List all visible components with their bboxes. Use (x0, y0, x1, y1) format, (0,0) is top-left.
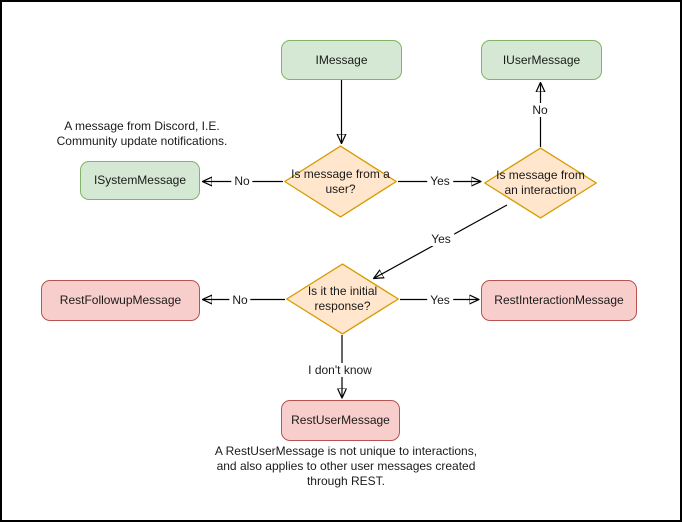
node-is-message-from-user-label: Is message from a user? (291, 166, 390, 196)
annotation-line: through REST. (306, 474, 386, 488)
node-is-message-from-user: Is message from a user? (283, 145, 398, 218)
node-imessage: IMessage (281, 40, 402, 80)
node-isystemmessage: ISystemMessage (80, 161, 200, 200)
edge-label-no-usermessage: No (529, 103, 551, 117)
node-restfollowupmessage-label: RestFollowupMessage (59, 293, 182, 307)
node-restusermessage: RestUserMessage (281, 400, 400, 441)
annotation-line: and also applies to other user messages … (216, 459, 476, 473)
node-is-message-from-interaction-label: Is message from an interaction (496, 168, 585, 197)
edge-label-i-dont-know: I don't know (305, 363, 375, 377)
node-restusermessage-label: RestUserMessage (291, 413, 390, 427)
diamond-shape (285, 263, 400, 335)
diamond-shape (283, 145, 398, 218)
node-iusermessage-label: IUserMessage (502, 52, 581, 67)
annotation-line: A message from Discord, I.E. (64, 119, 220, 133)
edge-label-no-system: No (231, 174, 253, 188)
node-restinteractionmessage: RestInteractionMessage (481, 280, 637, 321)
node-is-initial-response: Is it the initial response? (285, 263, 400, 335)
node-is-initial-response-label: Is it the initial response? (307, 284, 378, 313)
node-imessage-label: IMessage (315, 52, 368, 67)
edge-label-yes-initial: Yes (428, 232, 454, 246)
diamond-shape (483, 147, 598, 219)
node-restinteractionmessage-label: RestInteractionMessage (494, 293, 624, 307)
annotation-line: Community update notifications. (56, 134, 228, 148)
edge-label-yes-interaction: Yes (427, 174, 453, 188)
node-is-message-from-interaction: Is message from an interaction (483, 147, 598, 219)
annotation-line: A RestUserMessage is not unique to inter… (214, 444, 478, 458)
edge-label-no-followup: No (229, 293, 251, 307)
node-restfollowupmessage: RestFollowupMessage (41, 280, 200, 321)
edge-label-yes-interactionmessage: Yes (427, 293, 453, 307)
node-isystemmessage-label: ISystemMessage (93, 173, 187, 187)
node-iusermessage: IUserMessage (481, 40, 602, 80)
annotation-restusermessage: A RestUserMessage is not unique to inter… (215, 444, 477, 489)
annotation-system-message: A message from Discord, I.E. Community u… (57, 119, 228, 149)
